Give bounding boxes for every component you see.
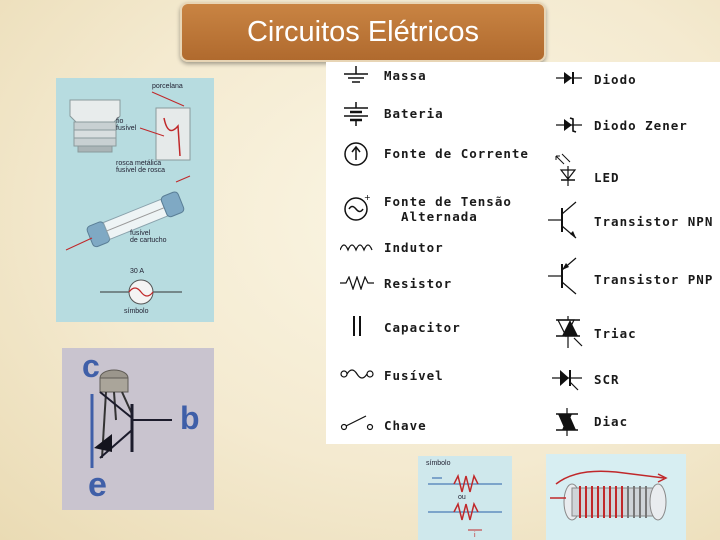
label-ou: ou [458,494,466,501]
resistor-coil-figure [546,454,686,540]
triac-icon [556,316,583,348]
label-fusivel: Fusível [384,368,444,383]
label-fonte-corrente: Fonte de Corrente [384,146,529,161]
label-diac: Diac [594,414,629,429]
label-fonte-tensao: Fonte de Tensão Alternada [384,194,512,224]
current-source-icon [344,142,368,166]
switch-icon [340,415,374,431]
transistor-photo: c b e [62,348,214,510]
screw-fuse-shape [69,99,191,161]
resistor-symbol-figure: símbolo ou i [418,456,512,540]
svg-text:+: + [364,194,370,202]
label-bateria: Bateria [384,106,444,121]
letter-e: e [88,466,107,504]
ac-source-icon: + [344,194,370,221]
fuse-drawing [65,91,191,305]
label-resistor: Resistor [384,276,453,291]
diac-icon [556,408,578,436]
label-porcelana: porcelana [152,83,183,90]
label-scr: SCR [594,372,620,387]
label-triac: Triac [594,326,637,341]
fuse-illustration: porcelana fio fusível rosca metálica fus… [56,78,214,322]
resistor-icon [340,276,374,290]
label-fio-fusivel: fio fusível [116,118,137,132]
resistor-coil-drawing [550,470,668,521]
label-transistor-pnp: Transistor PNP [594,272,714,287]
led-icon [555,153,577,186]
symbols-table: + Massa Bateria Fonte de Corrente Fonte … [326,62,720,444]
cartridge-fuse-shape [86,191,185,248]
label-led: LED [594,170,620,185]
label-simbolo-small: símbolo [426,460,451,467]
label-simbolo: símbolo [124,308,149,315]
npn-transistor-icon [548,201,577,239]
letter-c: c [82,348,100,384]
fuse-icon [340,369,374,379]
label-rosca-metalica: rosca metálica fusível de rosca [116,160,166,174]
pnp-transistor-icon [548,257,577,295]
label-diodo: Diodo [594,72,637,87]
letter-b: b [180,400,200,436]
page-title: Circuitos Elétricos [180,2,546,62]
label-capacitor: Capacitor [384,320,461,335]
resistor-symbol-drawing [428,473,502,531]
label-chave: Chave [384,418,427,433]
label-transistor-npn: Transistor NPN [594,214,714,229]
label-cartucho: fusível de cartucho [130,230,167,244]
transistor-drawing [62,348,214,510]
capacitor-icon [353,316,361,336]
scr-icon [552,370,582,391]
label-diodo-zener: Diodo Zener [594,118,688,133]
label-i: i [474,532,476,539]
label-30a: 30 A [130,268,145,275]
ground-icon [344,66,368,83]
inductor-icon [340,244,373,252]
label-indutor: Indutor [384,240,444,255]
zener-diode-icon [556,117,582,133]
battery-icon [344,102,368,126]
label-massa: Massa [384,68,427,83]
diode-icon [556,72,582,84]
